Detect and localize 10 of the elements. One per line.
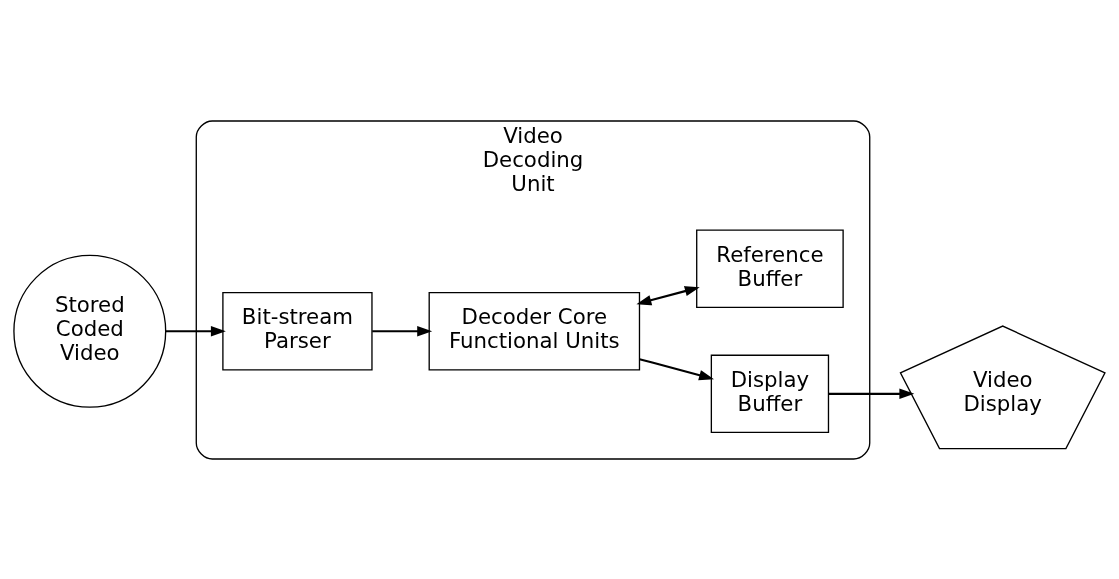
node-circle: Stored Coded Video <box>13 254 167 408</box>
arrow <box>639 357 714 380</box>
arrow <box>828 388 915 399</box>
node-box: Reference Buffer <box>696 228 844 308</box>
node-box: Bit-stream Parser <box>222 291 373 371</box>
arrow <box>636 285 700 305</box>
arrow <box>165 325 226 336</box>
arrow <box>372 325 433 336</box>
node-box: Decoder Core Functional Units <box>428 291 641 371</box>
node-box: Display Buffer <box>710 354 830 433</box>
